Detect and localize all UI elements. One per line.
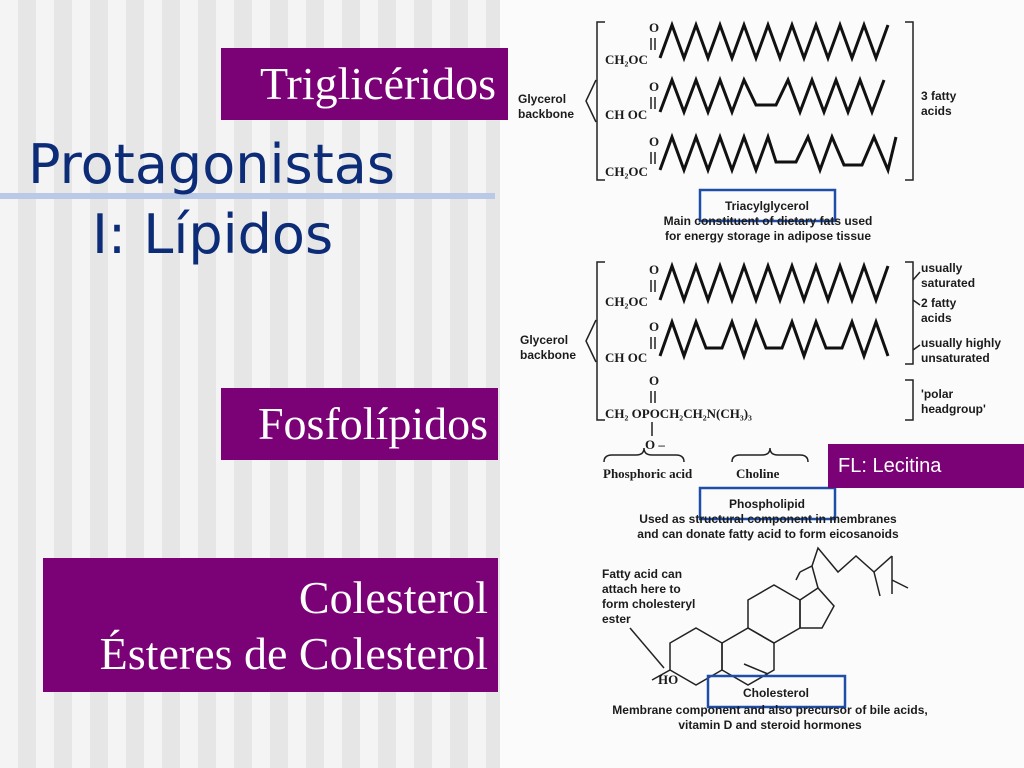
phosphoric-acid-label: Phosphoric acid bbox=[603, 466, 693, 481]
fatty-acids-label: acids bbox=[921, 104, 952, 118]
backbone-label: backbone bbox=[520, 348, 576, 362]
triglycerides-tag: Triglicéridos bbox=[221, 48, 508, 120]
cholesterol-label-box bbox=[706, 674, 847, 709]
row-formula: CH OC bbox=[605, 350, 647, 365]
row-formula: CH₂OC bbox=[605, 294, 648, 309]
steroid-ring-c bbox=[747, 584, 801, 644]
cholesterol-caption: Membrane component and also precursor of… bbox=[612, 703, 927, 717]
cholesterol-name: Cholesterol bbox=[743, 686, 809, 700]
triacylglycerol-label-box bbox=[698, 188, 837, 223]
fatty-acids-label: 3 fatty bbox=[921, 89, 957, 103]
triacylglycerol-diagram: Glycerol backbone O O O CH₂OC CH OC CH₂O… bbox=[518, 20, 957, 243]
hydroxyl-bond bbox=[651, 669, 671, 681]
choline-brace bbox=[731, 447, 809, 463]
carbonyl-oxygen: O bbox=[649, 262, 659, 277]
carbonyl-oxygen: O bbox=[649, 319, 659, 334]
backbone-bracket bbox=[596, 261, 605, 421]
side-chain bbox=[795, 546, 893, 589]
lipid-structures-figure: Glycerol backbone O O O CH₂OC CH OC CH₂O… bbox=[518, 20, 1001, 732]
backbone-label: Glycerol bbox=[520, 333, 568, 347]
backbone-brace bbox=[585, 79, 597, 123]
fatty-acid-chain bbox=[658, 20, 890, 63]
fatty-acids-label: 2 fatty bbox=[921, 296, 957, 310]
cholesterol-tag-line1: Colesterol bbox=[298, 572, 488, 623]
cholesterol-tag-line2: Ésteres de Colesterol bbox=[99, 628, 488, 679]
fatty-acids-label: acids bbox=[921, 311, 952, 325]
unsaturated-label: usually highly bbox=[921, 336, 1001, 350]
carbonyl-oxygen: O bbox=[649, 20, 659, 35]
ester-note: ester bbox=[602, 612, 631, 626]
double-bonds bbox=[650, 280, 656, 403]
triacylglycerol-caption: Main constituent of dietary fats used bbox=[664, 214, 873, 228]
phospholipid-caption: and can donate fatty acid to form eicosa… bbox=[637, 527, 899, 541]
backbone-brace bbox=[585, 319, 597, 363]
fatty-bracket bbox=[905, 21, 914, 181]
cholesterol-caption: vitamin D and steroid hormones bbox=[678, 718, 862, 732]
phosphate-oxygen: O – bbox=[645, 437, 665, 452]
slide-title-line1: Protagonistas bbox=[28, 133, 396, 196]
choline-label: Choline bbox=[736, 466, 780, 481]
backbone-bracket bbox=[596, 21, 605, 181]
row-formula: CH OC bbox=[605, 107, 647, 122]
figure-background bbox=[500, 0, 1024, 768]
cholesterol-tag: Colesterol Ésteres de Colesterol bbox=[43, 558, 498, 692]
fatty-acid-chain bbox=[658, 317, 890, 361]
saturated-label: saturated bbox=[921, 276, 975, 290]
title-rule bbox=[0, 193, 495, 199]
polar-headgroup-label: headgroup' bbox=[921, 402, 986, 416]
phospholipid-label-box bbox=[698, 486, 837, 521]
carbonyl-oxygen: O bbox=[649, 79, 659, 94]
carbonyl-oxygen: O bbox=[649, 134, 659, 149]
side-chain-branches bbox=[873, 556, 909, 597]
headgroup-bracket bbox=[905, 379, 914, 421]
unsaturated-label: unsaturated bbox=[921, 351, 990, 365]
ring-double-bond bbox=[743, 663, 769, 675]
fatty-acid-chain bbox=[658, 75, 886, 117]
slide-title-line2: I: Lípidos bbox=[92, 203, 334, 266]
polar-headgroup-label: 'polar bbox=[921, 387, 954, 401]
phospholipids-tag: Fosfolípidos bbox=[221, 388, 498, 460]
phospholipid-caption: Used as structural component in membrane… bbox=[639, 512, 897, 526]
fatty-acid-chain bbox=[658, 261, 890, 305]
carbonyl-oxygen: O bbox=[649, 373, 659, 388]
label-leaders bbox=[912, 271, 921, 351]
ester-pointer bbox=[629, 627, 665, 669]
slide-title: Protagonistas I: Lípidos bbox=[28, 130, 468, 270]
steroid-ring-d bbox=[799, 587, 835, 629]
ester-note: form cholesteryl bbox=[602, 597, 695, 611]
cholesterol-diagram: Fatty acid can attach here to form chole… bbox=[602, 546, 928, 732]
double-bonds bbox=[650, 38, 656, 164]
row-formula: CH₂OC bbox=[605, 52, 648, 67]
phospholipid-name: Phospholipid bbox=[729, 497, 805, 511]
fatty-acid-chain bbox=[658, 132, 898, 175]
phosphoric-brace bbox=[603, 447, 685, 463]
backbone-label: Glycerol bbox=[518, 92, 566, 106]
ester-note: Fatty acid can bbox=[602, 567, 682, 581]
backbone-label: backbone bbox=[518, 107, 574, 121]
saturated-label: usually bbox=[921, 261, 963, 275]
lecithin-label: FL: Lecitina bbox=[828, 444, 1024, 488]
row-formula: CH₂ OPOCH₂CH₂N(CH₃)₃ bbox=[605, 406, 752, 421]
triacylglycerol-caption: for energy storage in adipose tissue bbox=[665, 229, 871, 243]
phospholipid-diagram: Glycerol backbone O O O CH₂OC CH OC CH₂ … bbox=[520, 261, 1001, 541]
ester-note: attach here to bbox=[602, 582, 681, 596]
row-formula: CH₂OC bbox=[605, 164, 648, 179]
hydroxyl-label: HO bbox=[658, 672, 678, 687]
triacylglycerol-name: Triacylglycerol bbox=[725, 199, 809, 213]
fatty-bracket bbox=[905, 261, 914, 365]
